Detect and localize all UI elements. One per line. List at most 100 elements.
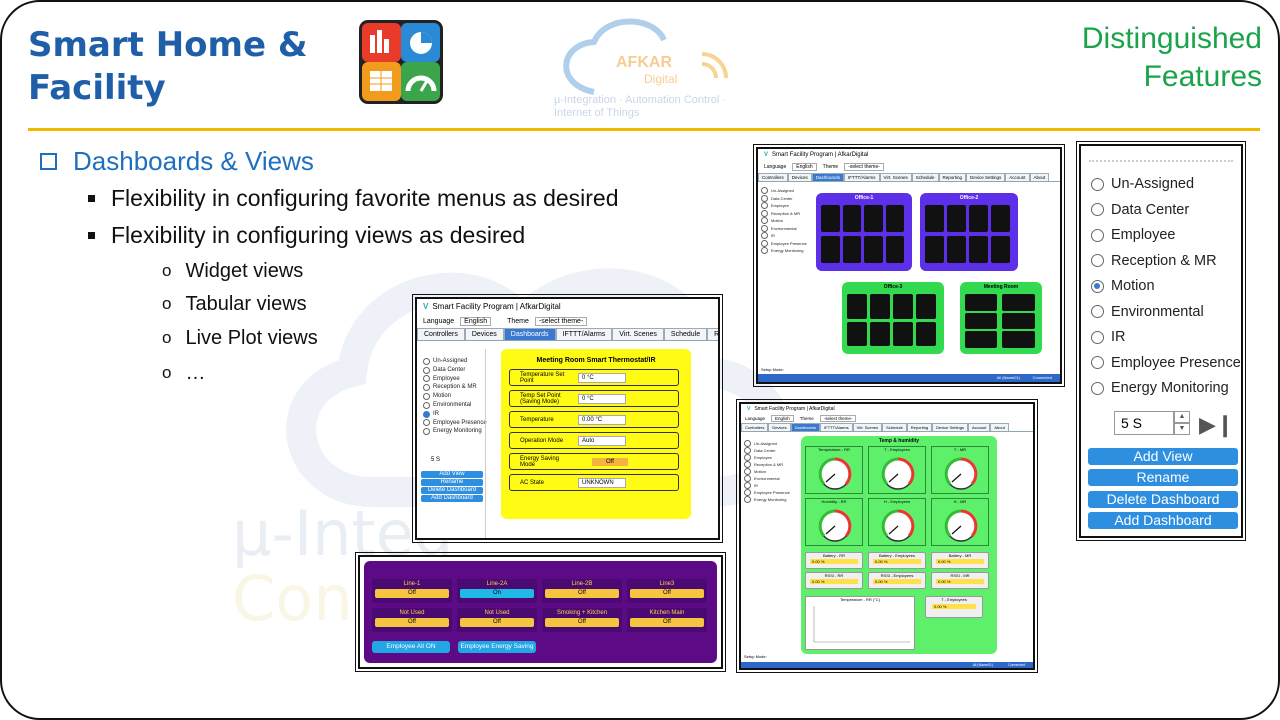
- category-item[interactable]: Environmental: [423, 401, 487, 410]
- category-item[interactable]: Employee Presence: [744, 489, 790, 496]
- radio-icon[interactable]: [1091, 356, 1104, 369]
- category-radio-item[interactable]: Motion: [1091, 278, 1155, 294]
- tab-item[interactable]: Dashboards: [811, 173, 845, 181]
- category-item[interactable]: Environmental: [761, 225, 807, 233]
- device-tile[interactable]: [842, 235, 862, 263]
- category-radio-item[interactable]: Employee: [1091, 227, 1175, 243]
- device-tile[interactable]: [965, 294, 998, 311]
- add-view-button[interactable]: Add View: [421, 471, 483, 478]
- radio-icon[interactable]: [1091, 177, 1104, 191]
- device-tile[interactable]: [870, 321, 891, 347]
- category-item[interactable]: Employee Presence: [423, 419, 487, 428]
- category-item[interactable]: Employee Presence: [761, 240, 807, 248]
- employee-energy-saving-button[interactable]: Employee Energy Saving: [458, 641, 536, 653]
- tab-item[interactable]: Account: [1005, 173, 1030, 181]
- category-item[interactable]: Energy Monitoring: [423, 427, 487, 436]
- tab-item[interactable]: Virt. Scenes: [879, 173, 912, 181]
- add-dashboard-button[interactable]: Add Dashboard: [1088, 512, 1238, 529]
- radio-icon[interactable]: [1091, 203, 1104, 216]
- tab-item[interactable]: Controllers: [758, 173, 788, 181]
- device-tile[interactable]: [821, 235, 840, 263]
- category-item[interactable]: Un-Assigned: [761, 187, 807, 195]
- device-tile[interactable]: [1002, 294, 1035, 311]
- device-tile[interactable]: [991, 235, 1011, 263]
- category-item[interactable]: Reception & MR: [761, 210, 807, 218]
- category-radio-item[interactable]: Reception & MR: [1091, 253, 1217, 269]
- category-item[interactable]: Employee: [744, 454, 790, 461]
- category-item[interactable]: Data Center: [761, 195, 807, 203]
- category-item[interactable]: Environmental: [744, 475, 790, 482]
- category-item[interactable]: Motion: [423, 392, 487, 401]
- category-item[interactable]: IR: [423, 410, 487, 419]
- device-tile[interactable]: [965, 312, 998, 330]
- category-radio-item[interactable]: Environmental: [1091, 304, 1204, 320]
- theme-select[interactable]: -select theme-: [534, 317, 588, 326]
- delete-dashboard-button[interactable]: Delete Dashboard: [421, 487, 483, 494]
- category-item[interactable]: Motion: [744, 468, 790, 475]
- language-select[interactable]: English: [460, 317, 492, 326]
- radio-icon[interactable]: [1091, 228, 1104, 242]
- switch-value[interactable]: Off: [630, 589, 704, 598]
- device-tile[interactable]: [870, 294, 891, 319]
- spinner-down-icon[interactable]: ▼: [1174, 423, 1190, 435]
- tab-item[interactable]: IFTTT/Alarms: [844, 173, 880, 181]
- category-item[interactable]: Reception & MR: [423, 383, 487, 392]
- category-item[interactable]: Reception & MR: [744, 461, 790, 468]
- category-radio-item[interactable]: IR: [1091, 329, 1126, 345]
- radio-icon[interactable]: [1091, 381, 1104, 395]
- tab-reporting[interactable]: Reporting: [707, 328, 718, 340]
- interval-value[interactable]: 5 S: [431, 457, 441, 463]
- radio-icon[interactable]: [1091, 305, 1104, 318]
- device-tile[interactable]: [1002, 331, 1035, 348]
- tab-controllers[interactable]: Controllers: [417, 328, 465, 340]
- switch-value[interactable]: Off: [375, 618, 449, 627]
- tab-item[interactable]: Virt. Scenes: [852, 423, 883, 431]
- rename-button[interactable]: Rename: [421, 479, 483, 486]
- device-tile[interactable]: [916, 321, 937, 347]
- tab-item[interactable]: Reporting: [938, 173, 967, 181]
- device-tile[interactable]: [969, 235, 989, 263]
- device-tile[interactable]: [864, 235, 883, 263]
- tab-item[interactable]: Dashboards: [790, 423, 821, 431]
- tab-item[interactable]: Devices: [787, 173, 812, 181]
- tab-virt-scenes[interactable]: Virt. Scenes: [612, 328, 664, 340]
- category-item[interactable]: Data Center: [744, 447, 790, 454]
- switch-value[interactable]: On: [460, 589, 534, 598]
- category-item[interactable]: Un-Assigned: [423, 357, 487, 366]
- theme-select[interactable]: -select theme-: [819, 415, 857, 422]
- spinner-up-icon[interactable]: ▲: [1174, 411, 1190, 423]
- device-tile[interactable]: [885, 235, 905, 263]
- tab-devices[interactable]: Devices: [464, 328, 504, 340]
- category-radio-item[interactable]: Data Center: [1091, 202, 1189, 218]
- category-item[interactable]: Motion: [761, 217, 807, 225]
- category-radio-item[interactable]: Employee Presence: [1091, 355, 1241, 371]
- category-item[interactable]: Energy Monitoring: [761, 247, 807, 255]
- device-tile[interactable]: [947, 205, 967, 233]
- tab-item[interactable]: Schedule: [882, 423, 907, 431]
- category-item[interactable]: Energy Monitoring: [744, 496, 790, 503]
- interval-spinner[interactable]: 5 S: [1114, 411, 1174, 435]
- row-value[interactable]: Off: [592, 457, 628, 466]
- category-item[interactable]: Employee: [423, 375, 487, 384]
- tab-item[interactable]: Reporting: [906, 423, 933, 431]
- tab-ifttt[interactable]: IFTTT/Alarms: [555, 328, 613, 340]
- theme-select[interactable]: -select theme-: [844, 163, 884, 171]
- device-tile[interactable]: [893, 294, 914, 319]
- add-view-button[interactable]: Add View: [1088, 448, 1238, 465]
- radio-icon[interactable]: [1091, 279, 1104, 293]
- tab-item[interactable]: Device Settings: [932, 423, 968, 431]
- device-tile[interactable]: [847, 294, 868, 319]
- switch-value[interactable]: Off: [630, 618, 704, 627]
- language-select[interactable]: English: [792, 163, 817, 171]
- category-item[interactable]: IR: [744, 482, 790, 489]
- tab-item[interactable]: Controllers: [741, 423, 769, 431]
- device-tile[interactable]: [969, 205, 989, 233]
- row-value[interactable]: 0 °C: [578, 393, 626, 404]
- switch-value[interactable]: Off: [375, 589, 449, 598]
- device-tile[interactable]: [991, 205, 1011, 233]
- tab-item[interactable]: Schedule: [911, 173, 939, 181]
- device-tile[interactable]: [1002, 312, 1035, 330]
- tab-item[interactable]: About: [1029, 173, 1050, 181]
- tab-dashboards[interactable]: Dashboards: [503, 328, 556, 340]
- device-tile[interactable]: [842, 205, 862, 233]
